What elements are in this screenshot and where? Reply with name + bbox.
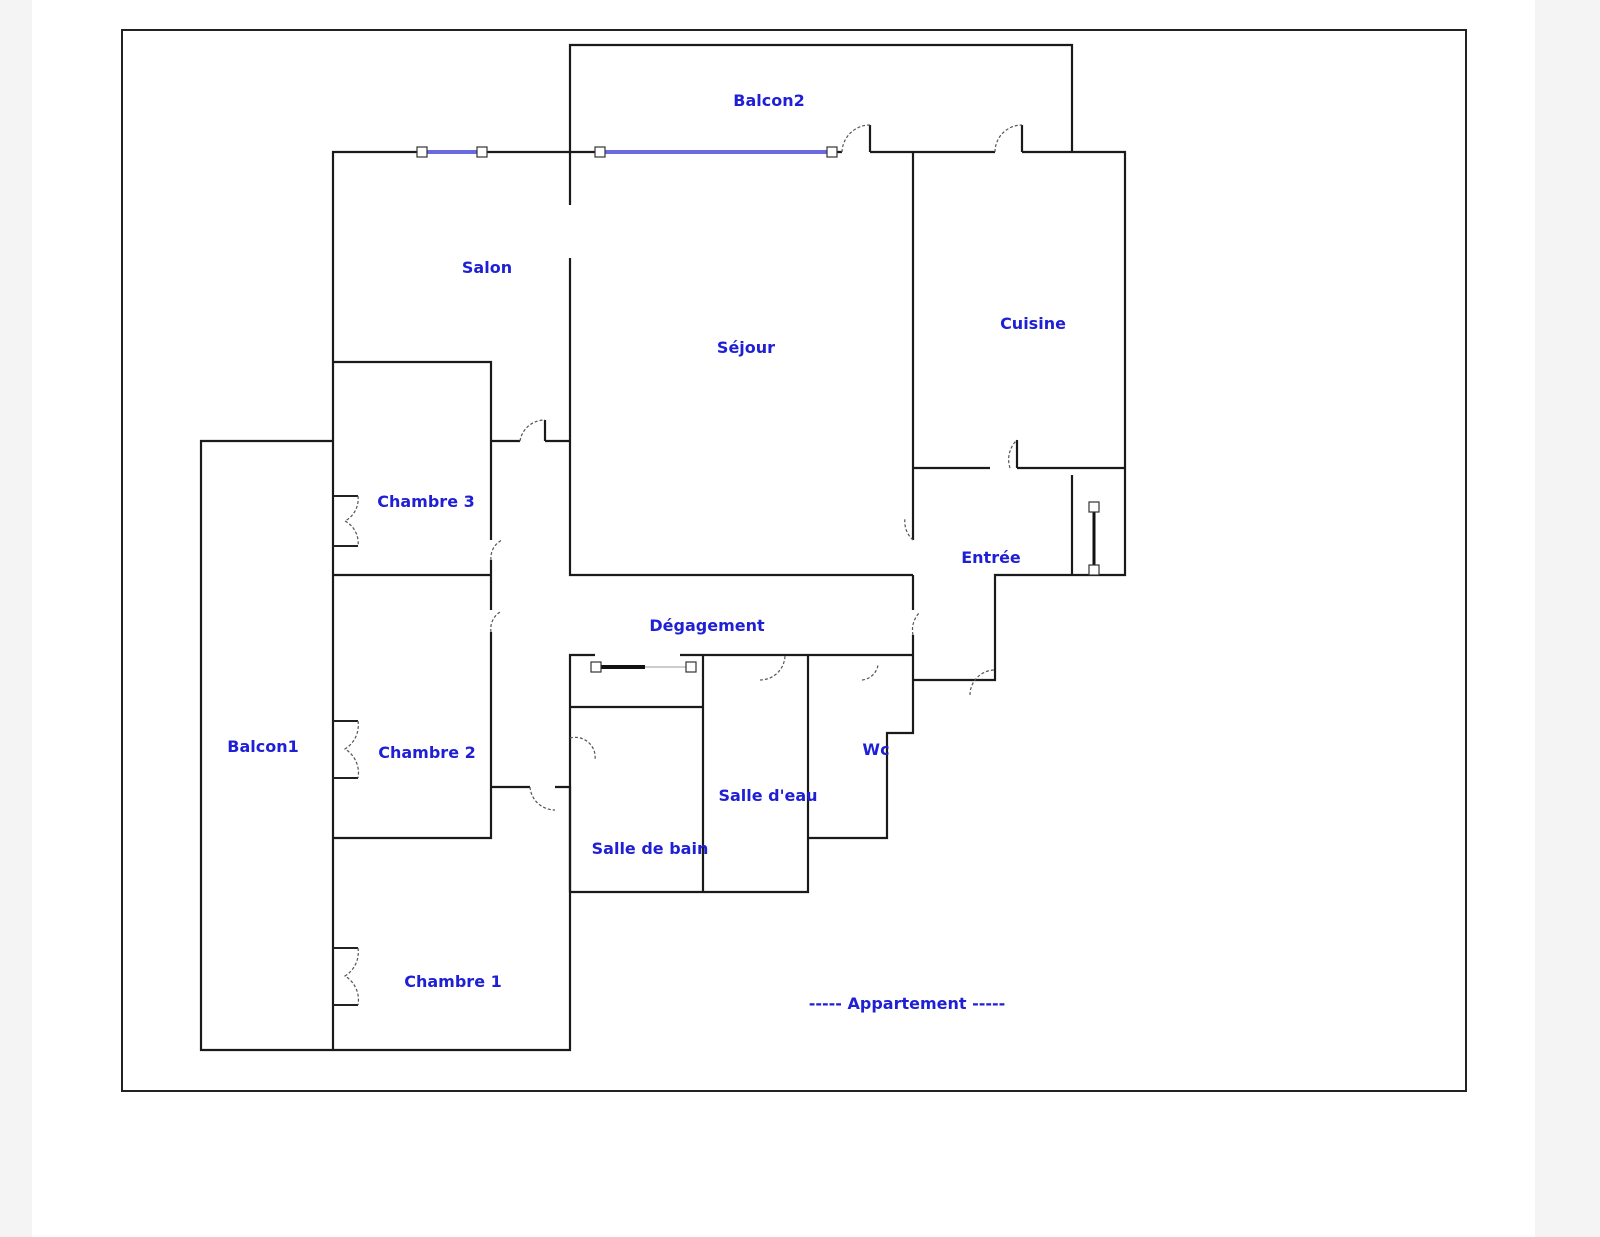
doors <box>333 124 1023 1006</box>
page-panel <box>32 0 1535 1237</box>
room-label-salon: Salon <box>462 258 512 277</box>
room-label-entree: Entrée <box>961 548 1021 567</box>
room-label-cuisine: Cuisine <box>1000 314 1066 333</box>
windows <box>416 146 1100 673</box>
room-labels: Balcon2 Salon Séjour Cuisine Chambre 3 E… <box>227 91 1066 1013</box>
room-label-chambre2: Chambre 2 <box>378 743 476 762</box>
plan-frame <box>121 29 1467 1092</box>
room-label-balcon2: Balcon2 <box>733 91 804 110</box>
room-label-chambre1: Chambre 1 <box>404 972 502 991</box>
room-label-degagement: Dégagement <box>649 616 765 635</box>
room-label-wc: Wc <box>862 740 889 759</box>
room-label-balcon1: Balcon1 <box>227 737 298 756</box>
room-label-sejour: Séjour <box>717 338 775 357</box>
room-label-salle-bain: Salle de bain <box>592 839 709 858</box>
room-label-chambre3: Chambre 3 <box>377 492 475 511</box>
room-label-salle-eau: Salle d'eau <box>718 786 817 805</box>
walls <box>199 43 1127 1052</box>
plan-title: ----- Appartement ----- <box>809 994 1006 1013</box>
